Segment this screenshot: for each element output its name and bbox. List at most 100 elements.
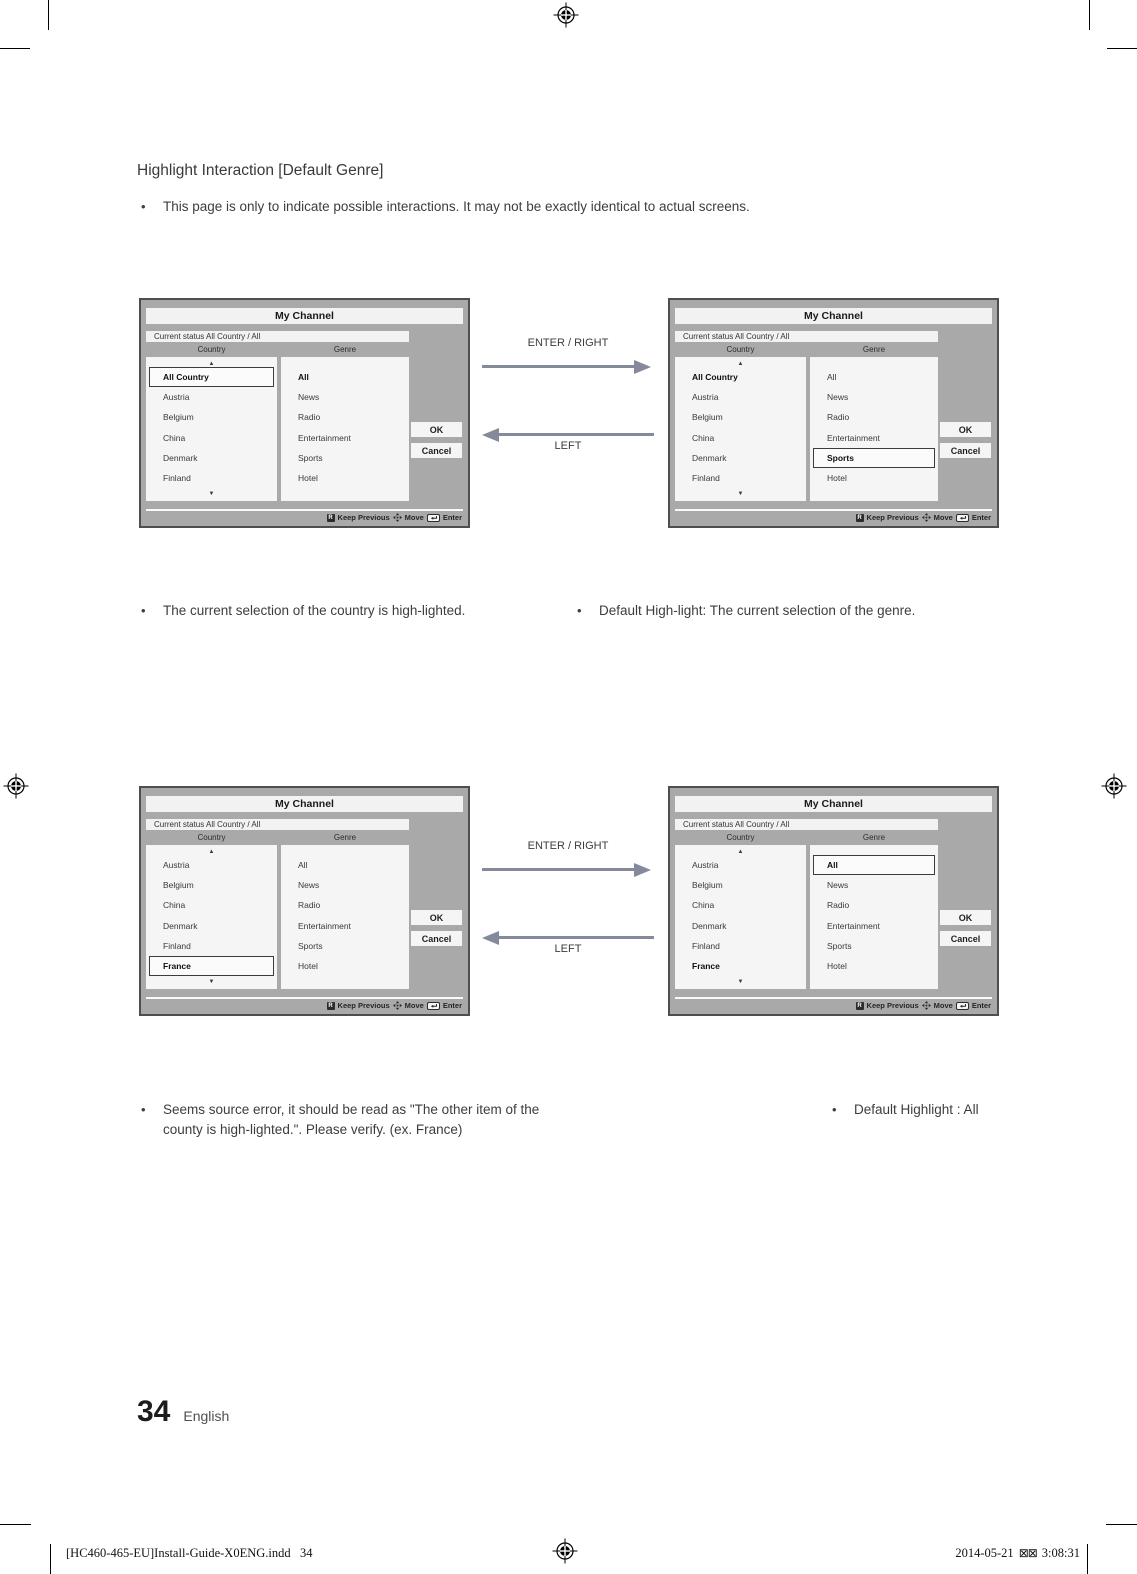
cancel-button[interactable]: Cancel xyxy=(940,931,991,946)
scroll-down-icon[interactable]: ▼ xyxy=(737,979,744,985)
genre-item[interactable]: Radio xyxy=(298,900,321,911)
country-item[interactable]: Denmark xyxy=(692,452,727,463)
note-text: The current selection of the country is … xyxy=(163,603,466,618)
arrow-right-icon xyxy=(482,862,651,877)
scroll-down-icon[interactable]: ▼ xyxy=(737,491,744,497)
country-item[interactable]: Denmark xyxy=(163,920,198,931)
note-source-error: • Seems source error, it should be read … xyxy=(141,1100,543,1140)
registration-mark-icon xyxy=(1101,773,1127,799)
cancel-button[interactable]: Cancel xyxy=(940,443,991,458)
genre-item[interactable]: Hotel xyxy=(827,961,847,972)
genre-item[interactable]: All xyxy=(813,855,935,876)
ok-button[interactable]: OK xyxy=(940,422,991,437)
scroll-down-icon[interactable]: ▼ xyxy=(208,491,215,497)
cancel-button[interactable]: Cancel xyxy=(411,931,462,946)
genre-item[interactable]: Hotel xyxy=(298,473,318,484)
genre-item[interactable]: Entertainment xyxy=(298,432,351,443)
country-item[interactable]: Austria xyxy=(163,860,190,871)
country-item[interactable]: Denmark xyxy=(692,920,727,931)
country-item[interactable]: Belgium xyxy=(163,412,194,423)
scroll-up-icon[interactable]: ▲ xyxy=(208,849,215,855)
registration-mark-icon xyxy=(552,1538,578,1564)
genre-item[interactable]: Sports xyxy=(298,940,323,951)
genre-item[interactable]: News xyxy=(827,880,849,891)
genre-item[interactable]: Radio xyxy=(827,412,850,423)
genre-item[interactable]: All xyxy=(298,860,308,871)
genre-item[interactable]: Entertainment xyxy=(827,920,880,931)
country-item[interactable]: Austria xyxy=(163,392,190,403)
enter-key-icon xyxy=(955,513,969,522)
hint-keep-previous: Keep Previous xyxy=(337,1001,390,1010)
status-bar: Current status All Country / All xyxy=(146,819,409,830)
divider xyxy=(675,509,992,511)
country-item[interactable]: France xyxy=(692,961,720,972)
genre-item[interactable]: Radio xyxy=(827,900,850,911)
country-item[interactable]: Belgium xyxy=(692,880,723,891)
bullet-icon: • xyxy=(141,603,146,618)
genre-item[interactable]: Entertainment xyxy=(827,432,880,443)
genre-item[interactable]: Sports xyxy=(827,940,852,951)
move-dpad-icon xyxy=(921,1001,931,1010)
country-item[interactable]: All Country xyxy=(692,372,738,383)
scroll-down-icon[interactable]: ▼ xyxy=(208,979,215,985)
print-timestamp: 2014-05-21 ⊠⊠ 3:08:31 xyxy=(955,1546,1080,1561)
ok-button[interactable]: OK xyxy=(411,422,462,437)
ok-button[interactable]: OK xyxy=(940,910,991,925)
bullet-icon: • xyxy=(832,1102,837,1117)
print-file-info: [HC460-465-EU]Install-Guide-X0ENG.indd 3… xyxy=(66,1546,313,1560)
scroll-up-icon[interactable]: ▲ xyxy=(208,361,215,367)
country-item[interactable]: Finland xyxy=(692,940,720,951)
country-item[interactable]: Finland xyxy=(163,940,191,951)
crop-mark xyxy=(50,1544,51,1574)
status-bar: Current status All Country / All xyxy=(146,331,409,342)
note-text: Default High-light: The current selectio… xyxy=(599,603,916,618)
enter-key-icon xyxy=(426,513,440,522)
genre-item[interactable]: News xyxy=(827,392,849,403)
country-item[interactable]: Belgium xyxy=(163,880,194,891)
return-key-icon: R xyxy=(855,513,864,522)
genre-item[interactable]: News xyxy=(298,392,320,403)
genre-item[interactable]: All xyxy=(827,372,837,383)
country-item[interactable]: China xyxy=(692,432,715,443)
genre-item[interactable]: Sports xyxy=(298,452,323,463)
country-item[interactable]: Finland xyxy=(163,473,191,484)
country-item[interactable]: Austria xyxy=(692,392,719,403)
country-item[interactable]: France xyxy=(149,955,274,977)
country-item[interactable]: Finland xyxy=(692,473,720,484)
ok-button[interactable]: OK xyxy=(411,910,462,925)
country-item[interactable]: Belgium xyxy=(692,412,723,423)
genre-item[interactable]: Hotel xyxy=(827,473,847,484)
return-key-icon: R xyxy=(326,513,335,522)
genre-item[interactable]: Radio xyxy=(298,412,321,423)
divider xyxy=(146,997,463,999)
scroll-up-icon[interactable]: ▲ xyxy=(737,849,744,855)
scroll-up-icon[interactable]: ▲ xyxy=(737,361,744,367)
enter-key-icon xyxy=(426,1001,440,1010)
country-item[interactable]: Austria xyxy=(692,860,719,871)
cancel-button[interactable]: Cancel xyxy=(411,443,462,458)
bullet-icon: • xyxy=(141,1102,146,1117)
crop-mark xyxy=(0,1524,31,1525)
genre-item[interactable]: Sports xyxy=(813,447,935,468)
left-label: LEFT xyxy=(554,440,582,452)
move-dpad-icon xyxy=(921,513,931,522)
country-item[interactable]: China xyxy=(163,900,186,911)
genre-item[interactable]: Hotel xyxy=(298,961,318,972)
return-key-icon: R xyxy=(326,1001,335,1010)
genre-item[interactable]: News xyxy=(298,880,320,891)
arrow-left-icon xyxy=(482,930,654,945)
country-item[interactable]: Denmark xyxy=(163,452,198,463)
country-item[interactable]: China xyxy=(163,432,186,443)
dialog-title: My Channel xyxy=(146,308,463,324)
genre-item[interactable]: All xyxy=(298,372,309,383)
genre-item[interactable]: Entertainment xyxy=(298,920,351,931)
country-item[interactable]: China xyxy=(692,900,715,911)
country-item[interactable]: All Country xyxy=(149,367,274,388)
